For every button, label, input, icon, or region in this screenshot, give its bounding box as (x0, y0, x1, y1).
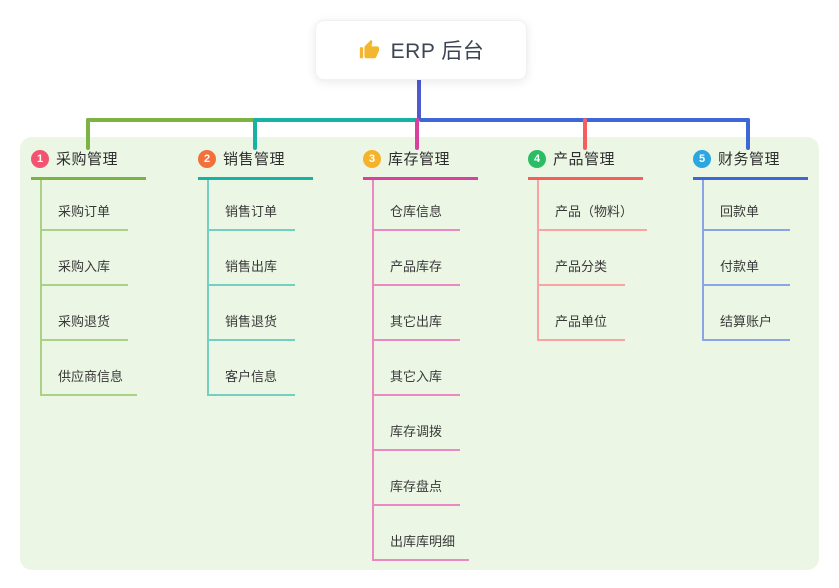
branch-number-badge: 1 (31, 149, 49, 168)
root-node[interactable]: ERP 后台 (315, 20, 527, 80)
child-node[interactable]: 回款单 (704, 180, 790, 231)
branch-children: 产品（物料）产品分类产品单位 (537, 180, 648, 341)
branch: 1 采购管理 采购订单采购入库采购退货供应商信息 (31, 148, 146, 396)
branch-number-badge: 4 (528, 149, 546, 168)
branch-node[interactable]: 5 财务管理 (693, 148, 808, 180)
branch-number-badge: 2 (198, 149, 216, 168)
branch-node[interactable]: 4 产品管理 (528, 148, 643, 180)
branch-children: 回款单付款单结算账户 (702, 180, 790, 341)
child-node[interactable]: 产品（物料） (539, 180, 648, 231)
child-node[interactable]: 库存调拨 (374, 396, 460, 451)
branch-node[interactable]: 3 库存管理 (363, 148, 478, 180)
child-node[interactable]: 采购订单 (42, 180, 128, 231)
child-node[interactable]: 付款单 (704, 231, 790, 286)
branch-children: 销售订单销售出库销售退货客户信息 (207, 180, 295, 396)
branch-label: 产品管理 (553, 151, 616, 168)
branch-label: 采购管理 (56, 151, 119, 168)
child-node[interactable]: 库存盘点 (374, 451, 460, 506)
branch-node[interactable]: 1 采购管理 (31, 148, 146, 180)
child-node[interactable]: 其它出库 (374, 286, 460, 341)
branch-label: 库存管理 (388, 151, 451, 168)
child-node[interactable]: 产品分类 (539, 231, 625, 286)
child-node[interactable]: 销售退货 (209, 286, 295, 341)
child-node[interactable]: 销售出库 (209, 231, 295, 286)
child-node[interactable]: 仓库信息 (374, 180, 460, 231)
child-node[interactable]: 出库库明细 (374, 506, 470, 561)
child-node[interactable]: 产品单位 (539, 286, 625, 341)
branch-children: 仓库信息产品库存其它出库其它入库库存调拨库存盘点出库库明细 (372, 180, 470, 561)
branch: 4 产品管理 产品（物料）产品分类产品单位 (528, 148, 648, 341)
thumbs-up-icon (358, 39, 380, 61)
child-node[interactable]: 结算账户 (704, 286, 790, 341)
branch-label: 财务管理 (718, 151, 781, 168)
branch: 5 财务管理 回款单付款单结算账户 (693, 148, 808, 341)
branch-label: 销售管理 (223, 151, 286, 168)
child-node[interactable]: 产品库存 (374, 231, 460, 286)
child-node[interactable]: 采购退货 (42, 286, 128, 341)
branch-number-badge: 3 (363, 149, 381, 168)
child-node[interactable]: 销售订单 (209, 180, 295, 231)
root-node-label: ERP 后台 (390, 40, 485, 63)
branches-panel (20, 137, 819, 570)
child-node[interactable]: 采购入库 (42, 231, 128, 286)
child-node[interactable]: 供应商信息 (42, 341, 138, 396)
child-node[interactable]: 其它入库 (374, 341, 460, 396)
child-node[interactable]: 客户信息 (209, 341, 295, 396)
branch: 3 库存管理 仓库信息产品库存其它出库其它入库库存调拨库存盘点出库库明细 (363, 148, 478, 561)
branch: 2 销售管理 销售订单销售出库销售退货客户信息 (198, 148, 313, 396)
branch-children: 采购订单采购入库采购退货供应商信息 (40, 180, 138, 396)
branch-number-badge: 5 (693, 149, 711, 168)
branch-node[interactable]: 2 销售管理 (198, 148, 313, 180)
